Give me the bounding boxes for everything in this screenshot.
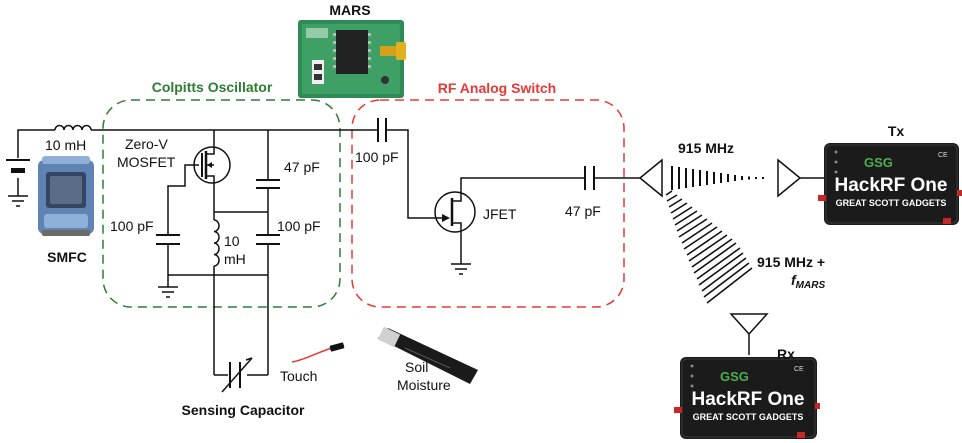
rf-switch-title: RF Analog Switch — [438, 80, 556, 96]
antenna-mars — [638, 158, 663, 198]
rx-label: Rx — [777, 346, 795, 362]
hackrf-rx-name: HackRF One — [692, 389, 805, 410]
ground-symbol-supply — [8, 195, 28, 207]
hackrf-tx-ce: CE — [938, 152, 948, 159]
hackrf-tx-sub: GREAT SCOTT GADGETS — [836, 198, 947, 208]
mars-label: MARS — [329, 2, 370, 18]
capacitor-47pf-osc — [256, 179, 280, 189]
ground-symbol-switch — [451, 263, 471, 275]
radio-waves-rx — [665, 190, 753, 304]
antenna-tx — [777, 158, 825, 198]
inductor-osc-label-line1: 10 — [224, 233, 240, 249]
supply-wiring — [17, 124, 378, 196]
radio-waves-tx — [671, 166, 764, 190]
mars-board-image — [298, 20, 406, 98]
freq-rx-label-line1: 915 MHz + — [757, 254, 825, 270]
capacitor-47pf-switch — [584, 166, 595, 190]
antenna-rx — [729, 313, 769, 355]
hackrf-rx-ce: CE — [794, 366, 804, 373]
cap-100pf-switch-label: 100 pF — [355, 149, 399, 165]
mosfet-label-line2: MOSFET — [117, 154, 176, 170]
capacitor-100pf-switch — [377, 118, 387, 142]
switch-wiring — [386, 129, 640, 264]
cap-47pf-switch-label: 47 pF — [565, 203, 601, 219]
cap-100pf-left-label: 100 pF — [110, 218, 154, 234]
touch-label: Touch — [280, 368, 317, 384]
cap-100pf-right-label: 100 pF — [277, 218, 321, 234]
jfet-symbol — [434, 191, 476, 233]
soil-label-line2: Moisture — [397, 377, 451, 393]
hackrf-rx-logo-icon: GSG — [720, 369, 749, 384]
colpitts-oscillator-box — [102, 99, 341, 308]
hackrf-rx-device: GSG CE HackRF One GREAT SCOTT GADGETS — [674, 357, 820, 439]
capacitor-100pf-right — [256, 234, 280, 245]
ground-symbol-osc — [158, 286, 178, 298]
hackrf-tx-device: GSG CE HackRF One GREAT SCOTT GADGETS — [818, 143, 962, 225]
colpitts-title: Colpitts Oscillator — [152, 79, 273, 95]
soil-moisture-sensor-image — [377, 326, 478, 384]
touch-probe-image — [291, 342, 345, 363]
inductor-osc-label-line2: mH — [224, 251, 246, 267]
colpitts-wiring — [167, 130, 269, 376]
freq-rx-f: f — [791, 272, 797, 288]
inductor-main-label: 10 mH — [45, 137, 86, 153]
jfet-label: JFET — [483, 206, 517, 222]
battery-symbol — [6, 159, 30, 173]
mosfet-label-line1: Zero-V — [125, 136, 168, 152]
smfc-label: SMFC — [47, 249, 87, 265]
capacitor-100pf-left — [156, 234, 180, 245]
soil-label-line1: Soil — [405, 359, 428, 375]
hackrf-tx-name: HackRF One — [835, 175, 948, 196]
freq-rx-label-line2: fMARS — [791, 272, 825, 291]
inductor-osc-symbol — [213, 219, 220, 267]
cap-47pf-osc-label: 47 pF — [284, 159, 320, 175]
freq-rx-subscript: MARS — [796, 280, 826, 291]
sensing-capacitor-label: Sensing Capacitor — [182, 402, 305, 418]
tx-label: Tx — [888, 123, 905, 139]
sensing-capacitor-symbol — [221, 357, 253, 393]
hackrf-tx-logo-icon: GSG — [864, 155, 893, 170]
mosfet-symbol — [193, 140, 231, 190]
freq-tx-label: 915 MHz — [678, 140, 734, 156]
smfc-device-image — [38, 156, 94, 236]
rf-switch-box — [351, 99, 625, 308]
hackrf-rx-sub: GREAT SCOTT GADGETS — [693, 412, 804, 422]
